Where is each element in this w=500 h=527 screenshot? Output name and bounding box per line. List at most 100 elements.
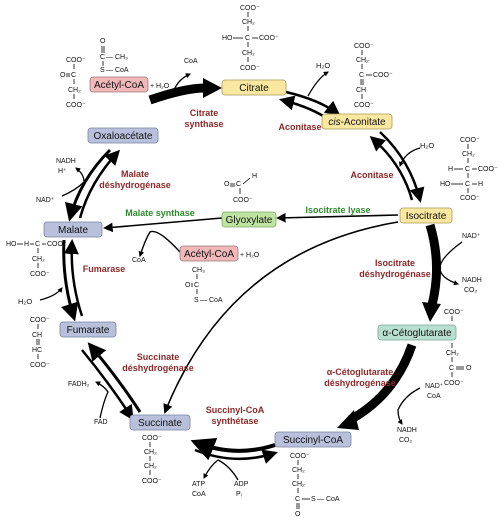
arrow-fumarase-fwd xyxy=(61,239,79,322)
structure-acetylcoa-top: O C — CH₃ S — CoA xyxy=(100,38,129,74)
side-nadh-akg: NADH xyxy=(397,427,417,434)
svg-text:CH₂: CH₂ xyxy=(144,449,157,456)
label-malate: Malate xyxy=(58,225,88,236)
enzyme-akgdh-2: déshydrogénase xyxy=(324,378,396,388)
arrow-sdh-rev xyxy=(81,349,134,421)
svg-text:COO⁻: COO⁻ xyxy=(142,435,162,442)
svg-text:COO⁻: COO⁻ xyxy=(30,362,50,369)
svg-text:— CH₃: — CH₃ xyxy=(106,54,128,61)
enzyme-malate-synthase: Malate synthase xyxy=(125,208,195,218)
svg-text:COO⁻: COO⁻ xyxy=(354,102,374,109)
enzyme-sdh-2: déshydrogénase xyxy=(122,363,194,373)
side-arrow-akg xyxy=(397,387,421,425)
side-arrow-scs xyxy=(203,459,239,481)
enzyme-mdh-1: Malate xyxy=(121,169,149,179)
structure-succinylcoa: COO⁻ CH₂ CH₂ C S — CoA O xyxy=(290,453,340,518)
arrow-mdh-rev xyxy=(78,149,121,219)
svg-text:CH₂: CH₂ xyxy=(32,256,45,263)
svg-text:COO⁻: COO⁻ xyxy=(354,43,374,50)
side-arrow-h2o-in xyxy=(398,147,421,167)
side-h2o-aconitase2: H₂O xyxy=(420,141,434,150)
svg-text:COO⁻: COO⁻ xyxy=(460,195,480,202)
side-fad-sdh: FAD xyxy=(94,419,108,426)
svg-text:COO⁻: COO⁻ xyxy=(240,65,260,72)
enzyme-idh-2: déshydrogénase xyxy=(359,269,431,279)
enzyme-citrate-synthase-2: synthase xyxy=(184,119,223,129)
box-cis-aconitate xyxy=(321,113,393,130)
svg-text:— CoA: — CoA xyxy=(317,496,340,503)
box-fumarate xyxy=(59,321,117,338)
svg-text:C: C xyxy=(194,282,199,289)
side-nad-idh: NAD⁺ xyxy=(462,233,481,240)
svg-text:COO⁻: COO⁻ xyxy=(373,72,393,79)
arrowhead-succinylcoa xyxy=(337,410,359,430)
svg-text:CH₂: CH₂ xyxy=(68,87,81,94)
svg-text:CH: CH xyxy=(356,87,366,94)
svg-text:COO⁻: COO⁻ xyxy=(233,197,253,204)
arrow-citrate-synthase xyxy=(148,83,206,105)
side-arrow-idh xyxy=(439,241,463,286)
svg-text:— CoA: — CoA xyxy=(200,297,223,304)
side-nad-akg: NAD⁺ xyxy=(425,383,444,390)
side-coa-malsyn: CoA xyxy=(132,257,146,264)
structure-oxaloacetate: COO⁻ O C CH₂ COO⁻ xyxy=(60,57,86,109)
label-citrate: Citrate xyxy=(239,83,269,94)
svg-text:C: C xyxy=(100,54,105,61)
box-citrate xyxy=(221,79,287,96)
svg-text:CH₂: CH₂ xyxy=(292,467,305,474)
svg-text:HO: HO xyxy=(440,181,451,188)
svg-text:CH₃: CH₃ xyxy=(192,267,205,274)
side-coa-scs: CoA xyxy=(192,491,206,498)
svg-text:CH₂: CH₂ xyxy=(144,463,157,470)
svg-text:HO: HO xyxy=(222,35,233,42)
enzyme-citrate-synthase-1: Citrate xyxy=(190,108,219,118)
box-succinylcoa xyxy=(274,431,352,448)
side-coa-citrate: CoA xyxy=(184,58,198,65)
side-co2-idh: CO₂ xyxy=(464,287,478,294)
svg-text:C: C xyxy=(71,72,76,79)
structure-citrate: COO⁻ CH₂ HO C COO⁻ CH₂ COO⁻ xyxy=(222,5,279,72)
structure-malate: H C COO⁻ HO CH₂ COO⁻ xyxy=(6,241,67,278)
label-alpha-ketoglutarate: α-Cétoglutarate xyxy=(382,328,452,339)
side-arrow-fumarase xyxy=(39,287,63,301)
label-acetylcoa-mid: Acétyl-CoA xyxy=(184,249,234,260)
side-h2o-aconitase1: H₂O xyxy=(316,61,330,70)
side-nadh-idh: NADH xyxy=(462,277,482,284)
box-glyoxylate xyxy=(221,211,277,228)
svg-text:COO⁻: COO⁻ xyxy=(47,241,67,248)
svg-text:COO⁻: COO⁻ xyxy=(460,137,480,144)
svg-text:CH₂: CH₂ xyxy=(242,50,255,57)
enzyme-isocitrate-lyase: Isocitrate lyase xyxy=(305,205,370,215)
label-succinate: Succinate xyxy=(138,418,182,429)
svg-text:COO⁻: COO⁻ xyxy=(259,35,279,42)
side-arrow-h2o-out xyxy=(307,71,329,97)
enzyme-mdh-2: déshydrogénase xyxy=(99,180,171,190)
enzyme-aconitase-2: Aconitase xyxy=(350,170,393,180)
box-succinate xyxy=(129,414,191,431)
arrow-aconitase-1-fwd xyxy=(285,90,341,116)
side-arrow-coa-out xyxy=(171,73,191,97)
side-nad-mdh: NAD⁺ xyxy=(36,197,55,204)
svg-text:CH: CH xyxy=(32,332,42,339)
label-cis-aconitate: cis-Aconitate xyxy=(328,117,386,128)
side-pi-scs: Pᵢ xyxy=(236,491,242,498)
structure-succinate: COO⁻ CH₂ CH₂ COO⁻ xyxy=(142,435,162,485)
svg-text:COO⁻: COO⁻ xyxy=(240,5,260,12)
svg-text:— CoA: — CoA xyxy=(106,67,129,74)
svg-text:H: H xyxy=(448,166,453,173)
svg-text:COO⁻: COO⁻ xyxy=(444,380,464,387)
svg-text:O: O xyxy=(466,365,472,372)
side-coa-akg: CoA xyxy=(427,393,441,400)
side-atp-scs: ATP xyxy=(192,481,205,488)
svg-text:C: C xyxy=(449,365,454,372)
svg-text:CH₂: CH₂ xyxy=(242,19,255,26)
box-acetylcoa-top xyxy=(89,76,149,93)
box-alpha-ketoglutarate xyxy=(377,324,457,341)
svg-text:HC: HC xyxy=(32,347,42,354)
arrow-isocitrate-lyase xyxy=(276,213,399,223)
svg-text:CH₂: CH₂ xyxy=(356,57,369,64)
box-acetylcoa-mid xyxy=(179,245,239,262)
arrow-aconitase-2-rev xyxy=(369,136,414,201)
enzyme-scs-2: synthétase xyxy=(211,416,258,426)
